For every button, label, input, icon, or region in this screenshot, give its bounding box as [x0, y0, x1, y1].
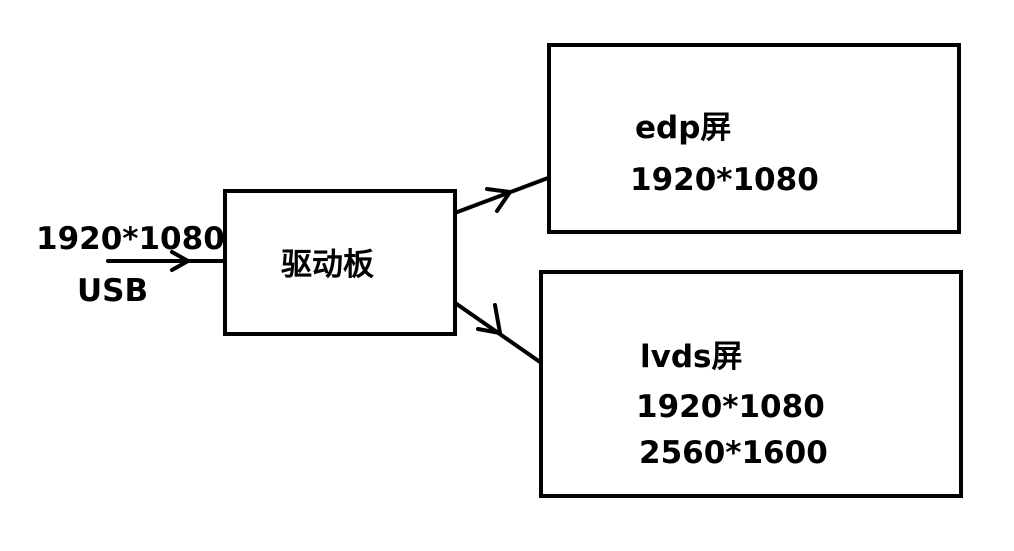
edp-screen-box: edp屏 1920*1080	[547, 43, 961, 234]
input-interface-label: USB	[77, 273, 149, 309]
lvds-screen-box: lvds屏 1920*1080 2560*1600	[539, 270, 963, 498]
edp-arrow	[442, 176, 550, 219]
lvds-screen-title: lvds屏	[640, 339, 743, 375]
lvds-screen-resolution-1: 1920*1080	[636, 389, 825, 425]
driver-board-label: 驱动板	[281, 247, 374, 283]
input-resolution-label: 1920*1080	[36, 221, 225, 257]
edp-screen-resolution: 1920*1080	[630, 162, 819, 198]
lvds-arrow-head	[476, 303, 502, 335]
input-arrow-head	[170, 250, 190, 272]
edp-arrow-head	[485, 187, 512, 213]
driver-board-box: 驱动板	[223, 189, 457, 336]
lvds-screen-resolution-2: 2560*1600	[639, 435, 828, 471]
edp-screen-title: edp屏	[635, 110, 732, 146]
